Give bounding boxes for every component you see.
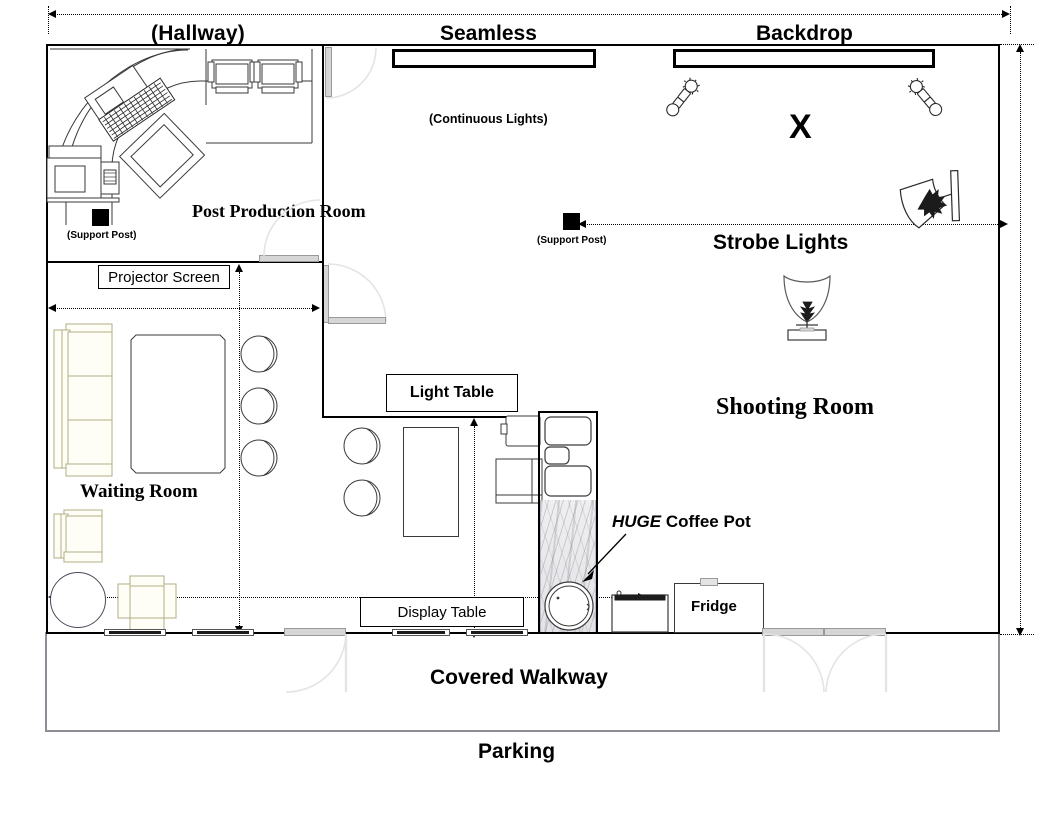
waiting-armchair-left [53, 509, 103, 563]
strobe-light-reflector-icon [899, 169, 961, 229]
kitchen-wall-right [596, 411, 598, 633]
door-swing-walkway-left [285, 633, 348, 693]
fridge-body [674, 583, 764, 633]
coffee-pot-leader-arrow [582, 533, 627, 582]
post-production-wall-right [322, 46, 324, 262]
exterior-wall-right [998, 632, 1000, 732]
parking-label: Parking [478, 740, 556, 763]
window-bottom-4 [466, 629, 528, 636]
backdrop-bar [673, 49, 935, 68]
exterior-wall-bottom [45, 730, 1000, 732]
door-swing-walkway-right [762, 633, 888, 693]
dimension-arrow-left [48, 10, 56, 18]
door-swing-post-production-bottom [263, 199, 321, 257]
backdrop-label: Backdrop [756, 22, 853, 45]
waiting-room-label: Waiting Room [80, 481, 198, 502]
dimension-line-display-height [474, 426, 475, 634]
keyboard-icon [98, 77, 176, 142]
printer-equipment [46, 145, 120, 203]
dimension-arrow-down-right [1016, 628, 1024, 636]
seamless-backdrop-bar [392, 49, 596, 68]
support-post-icon-right [563, 213, 580, 230]
waiting-sofa [53, 323, 113, 477]
dimension-tick-top-right [1010, 6, 1011, 34]
building-wall-left [46, 44, 49, 634]
center-work-table [403, 427, 459, 537]
strobe-light-icon-right [907, 77, 943, 117]
hallway-label: (Hallway) [151, 22, 245, 45]
door-leaf-walkway-right-b [824, 628, 886, 636]
door-leaf-post-production-bottom [259, 255, 319, 262]
kitchen-wall-left [538, 411, 540, 633]
stool-column-left [240, 335, 278, 477]
dimension-line-waiting-width [52, 308, 318, 309]
stool-pair-center [343, 427, 381, 517]
light-table-label: Light Table [386, 374, 518, 412]
dimension-arrow-strobe-left [578, 220, 586, 228]
desk-chair-left [207, 59, 257, 94]
waiting-coffee-table [130, 334, 226, 474]
continuous-lights-label: (Continuous Lights) [429, 112, 548, 126]
coffee-pot-rest: Coffee Pot [661, 512, 751, 531]
post-production-room-label: Post Production Room [192, 201, 366, 221]
building-wall-top [46, 44, 1000, 47]
fridge-handle [700, 578, 718, 586]
post-production-wall-bottom [46, 261, 324, 263]
desk-chair-right [253, 59, 303, 94]
window-bottom-1 [104, 629, 166, 636]
covered-walkway-label: Covered Walkway [430, 666, 608, 689]
seamless-label: Seamless [440, 22, 537, 45]
door-leaf-walkway-right-a [762, 628, 824, 636]
waiting-armchair-bottom [117, 575, 177, 631]
waiting-round-table [50, 572, 106, 628]
editing-chair [118, 112, 206, 199]
dimension-arrow-waiting-right [312, 304, 320, 312]
exterior-wall-left [45, 632, 47, 732]
dimension-tick-right-bottom [1000, 634, 1034, 635]
dimension-arrow-right [1002, 10, 1010, 18]
waiting-room-wall-light-table [322, 416, 522, 418]
dimension-arrow-waiting-up [235, 264, 243, 272]
projector-screen-label: Projector Screen [98, 265, 230, 289]
subject-position-x-mark: X [789, 108, 812, 146]
display-table-label: Display Table [360, 597, 524, 627]
dimension-tick-right-top [1000, 44, 1034, 45]
strobe-lights-label: Strobe Lights [713, 231, 849, 254]
dimension-arrow-strobe-right [1000, 220, 1008, 228]
waiting-room-wall-right [322, 262, 324, 418]
door-swing-waiting-to-shooting [327, 263, 387, 323]
dimension-arrow-waiting-left [48, 304, 56, 312]
kitchen-wall-top [538, 411, 598, 413]
strobe-light-icon-left [666, 77, 700, 117]
support-post-label-left: (Support Post) [67, 230, 137, 241]
door-leaf-walkway-left [284, 628, 346, 636]
door-swing-post-production-top [325, 47, 377, 99]
dimension-line-overall-width [52, 14, 1004, 15]
door-jamb-waiting-bottom [328, 317, 386, 324]
coffee-pot-emphasis: HUGE [612, 512, 662, 531]
dimension-tick-top-left [48, 6, 49, 34]
dishwasher-icon [611, 590, 669, 633]
support-post-label-right: (Support Post) [537, 235, 607, 246]
fridge-label: Fridge [691, 598, 737, 615]
kitchen-side-chair [495, 458, 543, 504]
microwave-icon [500, 415, 541, 447]
dimension-line-strobe-width [582, 224, 1006, 225]
window-bottom-3 [392, 629, 450, 636]
building-wall-right [998, 44, 1001, 634]
huge-coffee-pot-icon [544, 581, 594, 631]
support-post-icon-left [92, 209, 109, 226]
umbrella-light-icon [783, 274, 831, 341]
dimension-arrow-up-right [1016, 44, 1024, 52]
coffee-pot-callout: HUGE Coffee Pot [612, 512, 751, 532]
door-leaf-post-production-top [325, 47, 332, 97]
dimension-line-lower-width [52, 597, 644, 598]
dimension-arrow-display-up [470, 418, 478, 426]
dimension-line-waiting-height [239, 272, 240, 630]
dimension-line-overall-height [1020, 52, 1021, 632]
kitchen-sink-icon [544, 416, 592, 497]
window-bottom-2 [192, 629, 254, 636]
shooting-room-label: Shooting Room [716, 394, 875, 420]
